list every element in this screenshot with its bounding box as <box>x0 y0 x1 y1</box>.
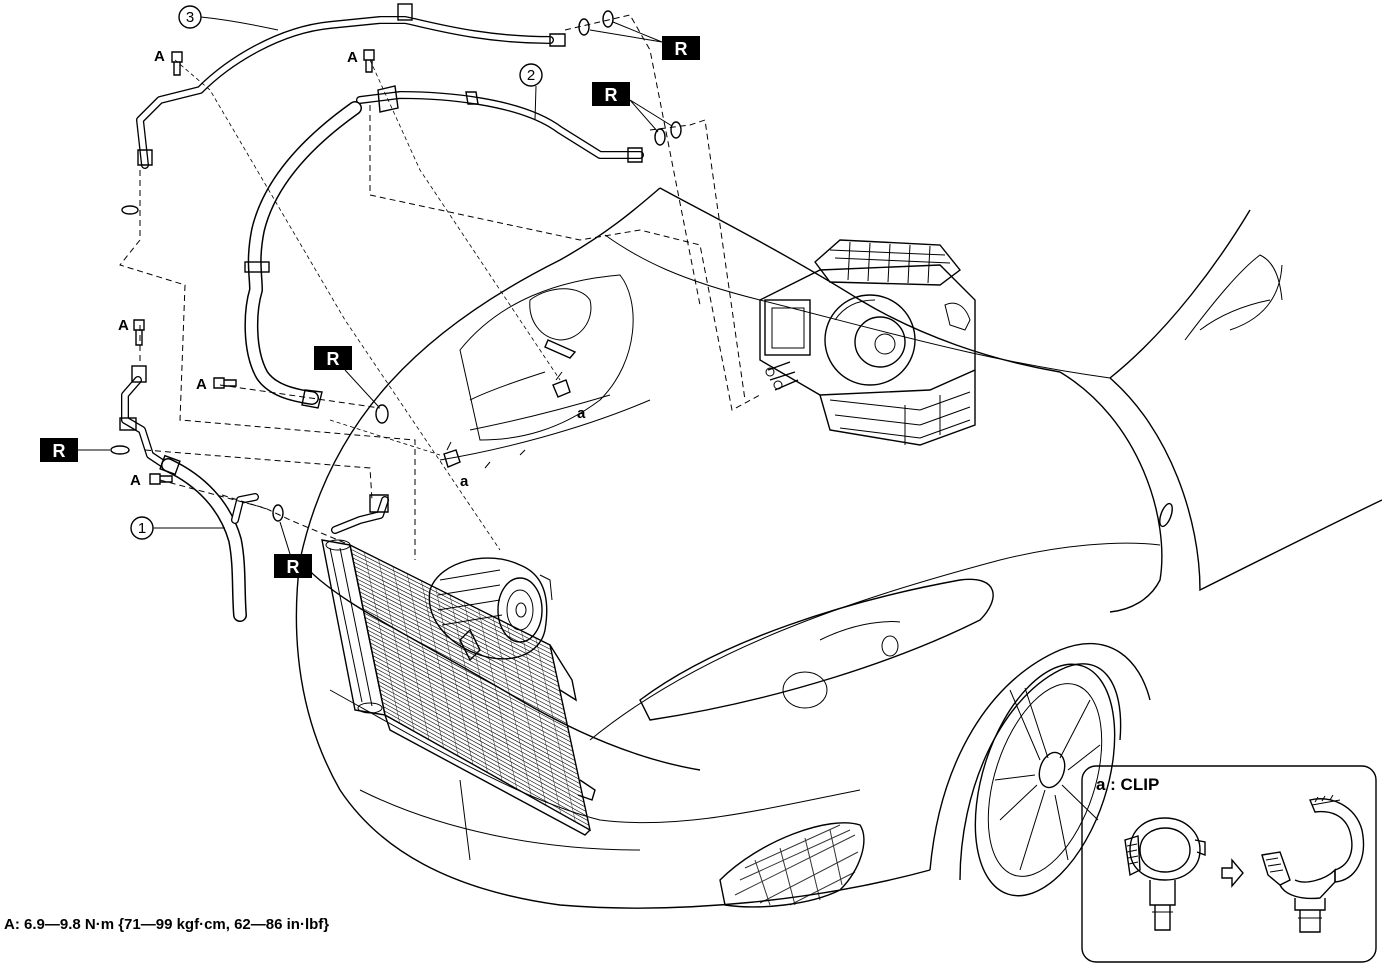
clip-icon <box>1261 794 1365 933</box>
strut-tower-panel <box>439 274 651 469</box>
r-marker: R <box>314 346 352 370</box>
fog-grille-pattern <box>734 824 859 906</box>
arrow-right-icon <box>1221 858 1244 888</box>
r-marker: R <box>662 36 700 60</box>
bolt-icon <box>213 377 237 389</box>
condenser-fin-line <box>449 594 488 773</box>
clips <box>443 371 571 468</box>
svg-text:1: 1 <box>138 520 146 537</box>
condenser-fin-line <box>435 587 474 765</box>
condenser-fin-line <box>506 623 547 806</box>
bolt-icon <box>149 473 173 485</box>
condenser-fin-line <box>406 573 444 748</box>
assembly-lines <box>119 14 761 560</box>
o-ring-icon <box>654 128 666 146</box>
callout-1: 1 <box>130 516 225 540</box>
callout-3: 3 <box>178 5 279 31</box>
r-marker: R <box>40 438 78 462</box>
vehicle-body <box>295 187 1382 909</box>
bolt-icon <box>133 319 145 346</box>
condenser-fin-line <box>478 609 517 789</box>
svg-text:R: R <box>287 557 300 577</box>
bolt-label: A <box>118 317 129 334</box>
condenser-fin-line <box>421 580 459 757</box>
bolt-labels: A A A A A <box>118 48 358 489</box>
condenser-fin-line <box>492 616 532 798</box>
o-ring-icon <box>602 10 614 28</box>
condenser-fin-line <box>392 566 430 740</box>
condenser-fins <box>350 548 590 826</box>
condenser-inlet-pipes <box>331 494 389 534</box>
svg-text:R: R <box>327 349 340 369</box>
r-marker: R <box>592 82 630 106</box>
clip-icon <box>443 441 461 468</box>
condenser-fin-line <box>535 637 576 822</box>
torque-spec: A: 6.9—9.8 N·m {71—99 kgf·cm, 62—86 in·l… <box>4 916 330 933</box>
bolt-label: A <box>130 472 141 489</box>
condenser-fin-line <box>521 630 561 814</box>
o-ring-icon <box>670 121 682 139</box>
bracket <box>544 339 577 359</box>
pipe-3 <box>136 3 566 169</box>
pipe-2 <box>244 85 644 409</box>
compressor <box>428 557 553 662</box>
r-marker: R <box>274 554 312 578</box>
callout-2: 2 <box>519 63 543 121</box>
o-ring-icon <box>272 504 284 522</box>
clip-labels: a a <box>460 405 586 490</box>
bolt-label: A <box>347 49 358 66</box>
condenser-fin-line <box>378 559 415 732</box>
clip-label: a <box>460 473 469 490</box>
o-ring-icon <box>121 205 139 215</box>
svg-text:R: R <box>53 441 66 461</box>
o-ring-replace-markers: R R R R R <box>40 21 700 578</box>
ac-unit <box>759 239 976 446</box>
svg-text:R: R <box>605 85 618 105</box>
condenser <box>321 539 596 836</box>
condenser-fin-line <box>464 602 503 781</box>
clip-label: a <box>577 405 586 422</box>
pipe-1 <box>119 365 259 622</box>
bolt-icon <box>363 49 375 73</box>
condenser-fin-line <box>364 552 400 724</box>
o-ring-icon <box>110 445 130 455</box>
clip-icon <box>552 371 571 398</box>
clip-icon <box>1124 817 1206 931</box>
o-ring-icon <box>375 404 389 424</box>
svg-text:R: R <box>675 39 688 59</box>
o-ring-icon <box>578 18 590 36</box>
bolt-label: A <box>196 376 207 393</box>
svg-text:2: 2 <box>527 67 535 84</box>
inset-title: a : CLIP <box>1096 775 1159 794</box>
bolt-label: A <box>154 48 165 65</box>
bolts <box>133 49 375 485</box>
clip-detail-inset: a : CLIP <box>1081 765 1377 963</box>
svg-text:3: 3 <box>186 9 194 26</box>
bolt-icon <box>171 51 183 76</box>
o-rings <box>110 10 682 522</box>
